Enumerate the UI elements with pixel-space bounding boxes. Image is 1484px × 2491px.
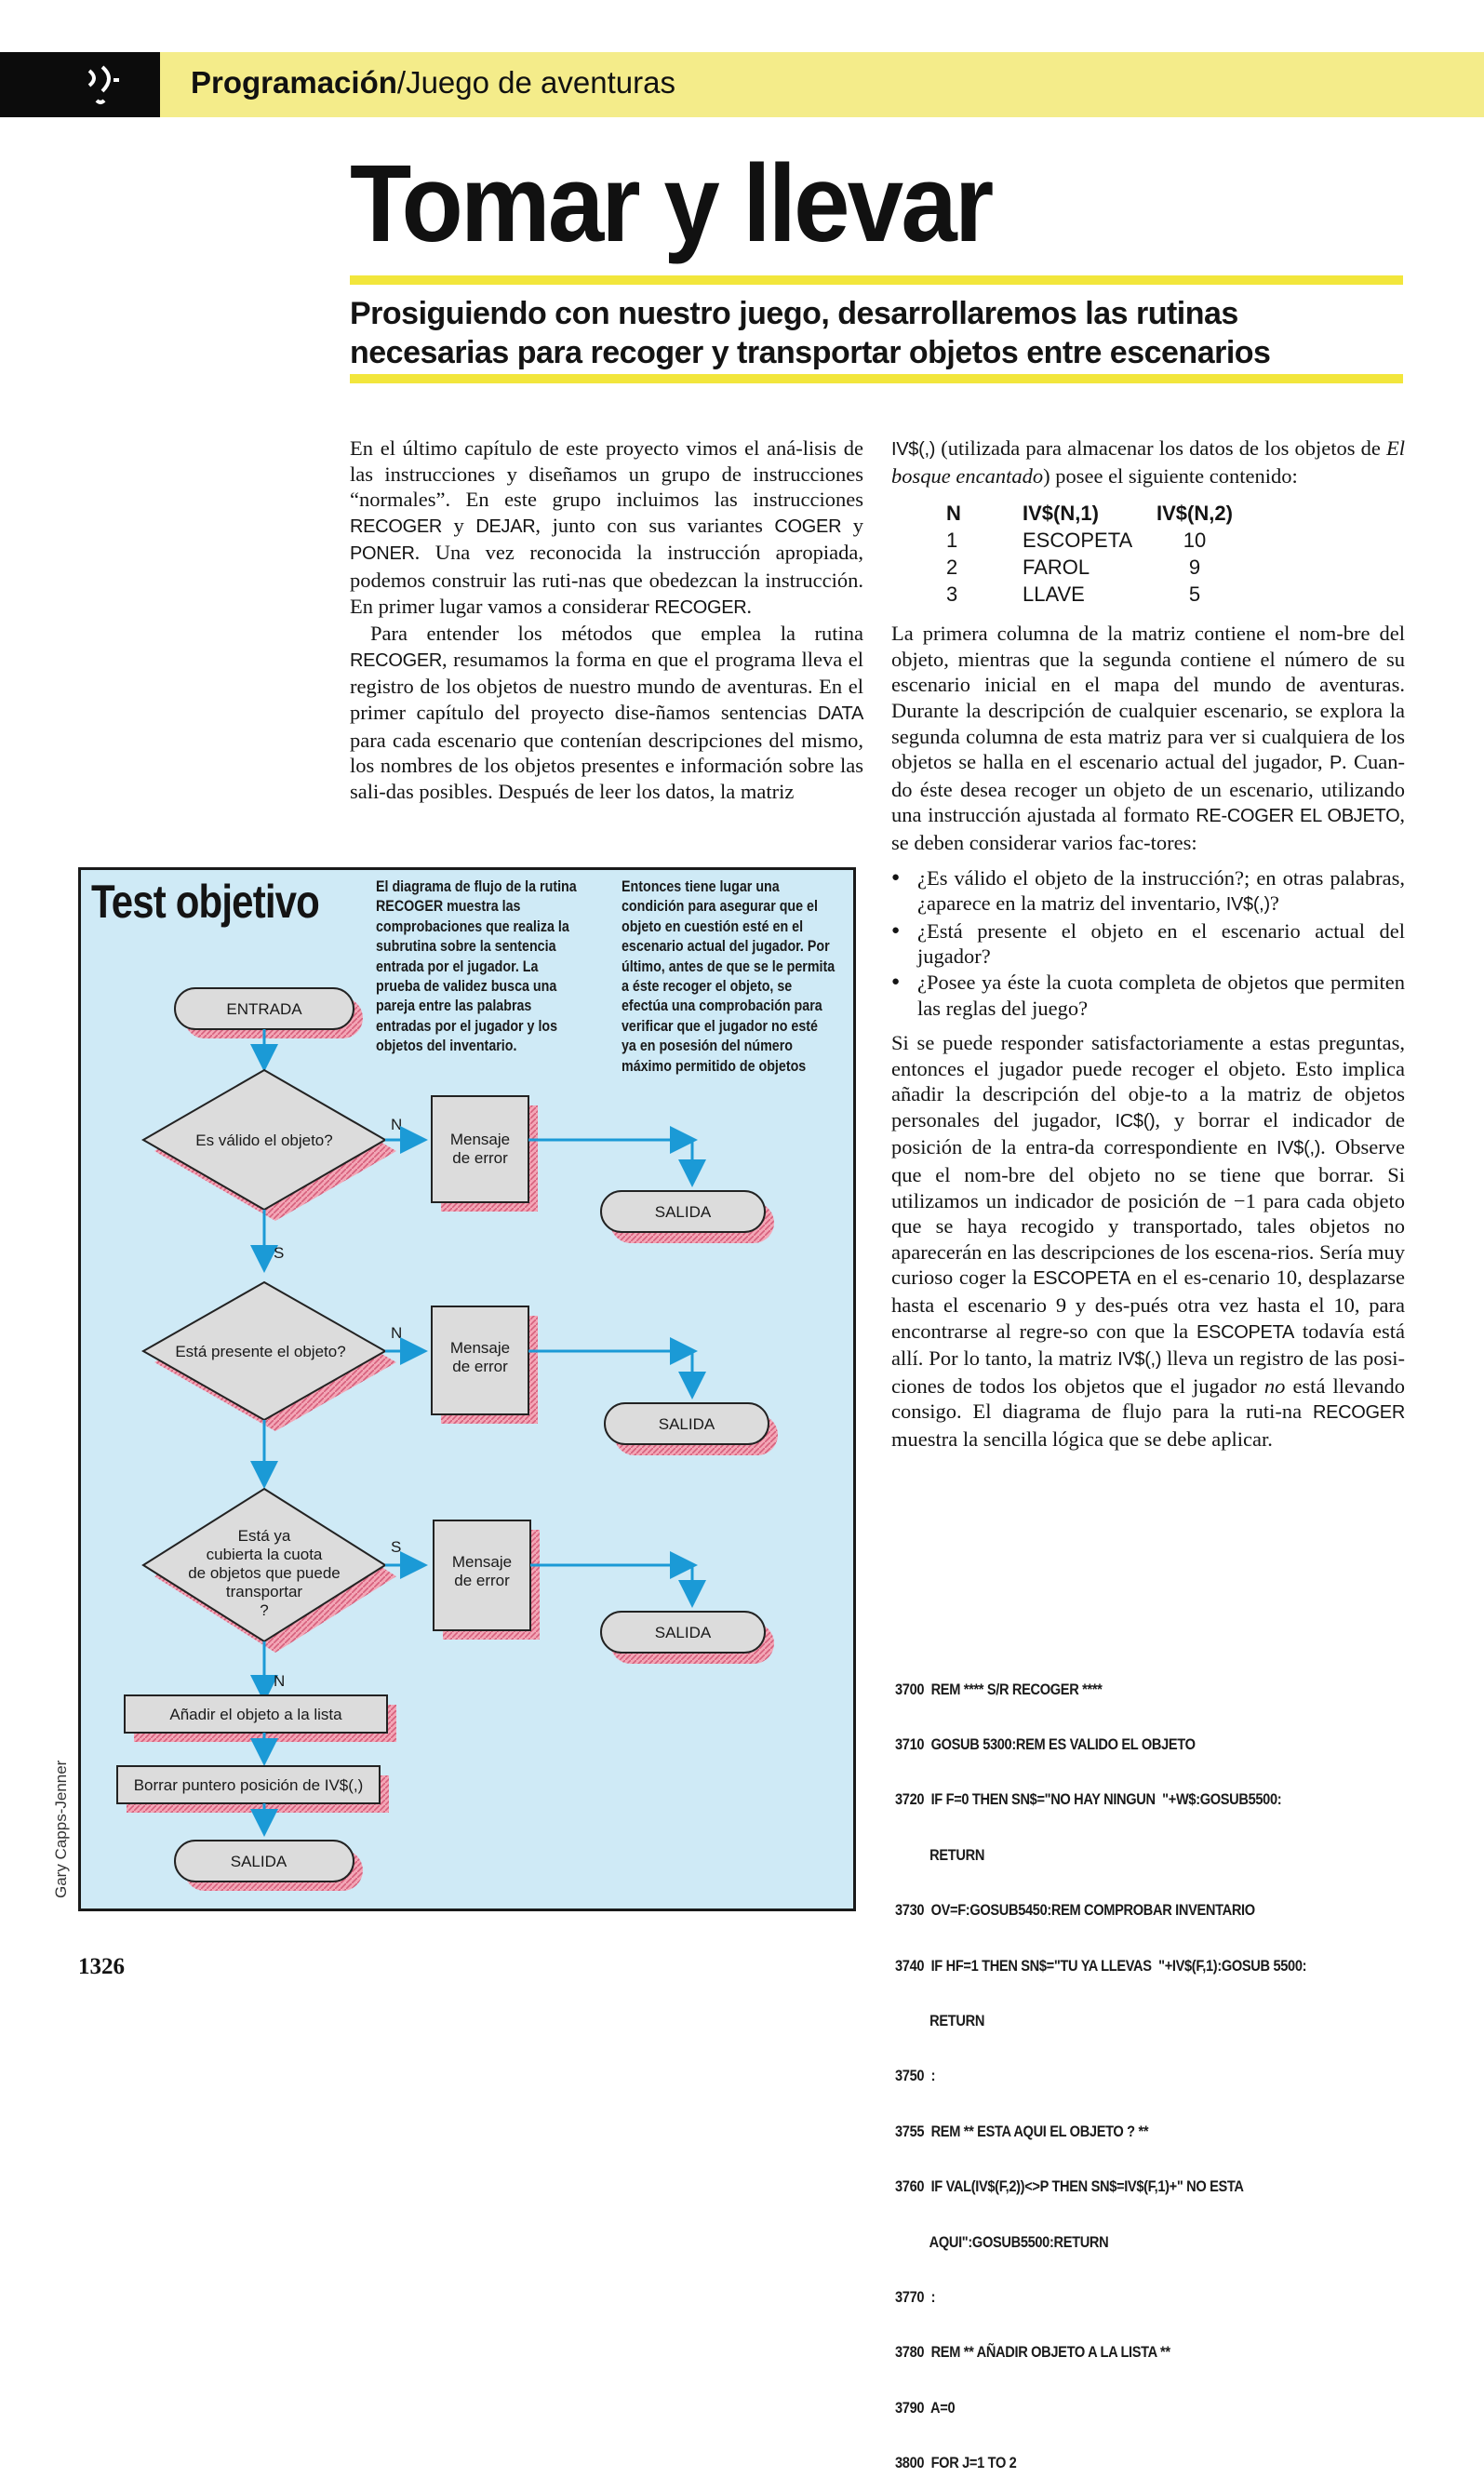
article-subtitle: Prosiguiendo con nuestro juego, desarrol… xyxy=(350,296,1271,370)
error-message-2: Mensaje de error xyxy=(431,1306,538,1424)
decision-label: de objetos que puede xyxy=(188,1564,341,1582)
terminal-label: SALIDA xyxy=(659,1415,715,1433)
process-label: Borrar puntero posición de IV$(,) xyxy=(134,1776,364,1794)
branch-s: S xyxy=(391,1538,401,1556)
table-row: 1 ESCOPETA 10 xyxy=(945,527,1234,554)
error-label: de error xyxy=(454,1572,510,1589)
code-listing: 3700 REM **** S/R RECOGER **** 3710 GOSU… xyxy=(895,1643,1306,2491)
table-header: N xyxy=(946,502,961,526)
error-label: de error xyxy=(452,1149,508,1167)
table-cell: 2 xyxy=(946,556,958,580)
paragraph: En el último capítulo de este proyecto v… xyxy=(350,436,864,618)
paragraph: IV$(,) (utilizada para almacenar los dat… xyxy=(891,436,1405,488)
code-line: 3710 GOSUB 5300:REM ES VALIDO EL OBJETO xyxy=(895,1734,1196,1753)
final-exit-terminal: SALIDA xyxy=(174,1840,363,1891)
table-row: 3 LLAVE 5 xyxy=(945,581,1234,608)
article-title: Tomar y llevar xyxy=(350,142,994,265)
title-rule-bottom xyxy=(350,374,1403,383)
code-line: 3720 IF F=0 THEN SN$="NO HAY NINGUN "+W$… xyxy=(895,1790,1282,1809)
branch-n: N xyxy=(391,1116,402,1133)
branch-s: S xyxy=(274,1244,284,1262)
code-line: 3700 REM **** S/R RECOGER **** xyxy=(895,1680,1103,1698)
start-terminal: ENTRADA xyxy=(174,987,363,1038)
decision-label: Está ya xyxy=(238,1527,291,1545)
table-cell: 9 xyxy=(1188,556,1201,580)
code-line: RETURN xyxy=(895,2011,985,2029)
decision-label: ? xyxy=(260,1601,268,1619)
page-number: 1326 xyxy=(78,1954,125,1979)
exit-terminal-1: SALIDA xyxy=(600,1190,774,1243)
table-cell: 1 xyxy=(946,529,958,553)
list-item: ¿Posee ya éste la cuota completa de obje… xyxy=(891,970,1405,1021)
body-column-1: En el último capítulo de este proyecto v… xyxy=(350,435,863,804)
process-label: Añadir el objeto a la lista xyxy=(169,1706,342,1723)
paragraph: Para entender los métodos que emplea la … xyxy=(350,622,863,803)
table-cell: 10 xyxy=(1183,529,1207,553)
decision-label: Está presente el objeto? xyxy=(175,1343,345,1360)
decision-valid: Es válido el objeto? xyxy=(140,1068,396,1221)
paragraph: La primera columna de la matriz contiene… xyxy=(891,622,1405,854)
code-line: 3790 A=0 xyxy=(895,2398,956,2417)
error-label: Mensaje xyxy=(450,1131,510,1148)
decision-label: transportar xyxy=(226,1583,303,1600)
code-line: 3750 : xyxy=(895,2067,936,2085)
error-message-1: Mensaje de error xyxy=(431,1095,538,1212)
terminal-label: SALIDA xyxy=(655,1203,712,1221)
table-cell: FAROL xyxy=(1023,556,1090,580)
body-column-2: IV$(,) (utilizada para almacenar los dat… xyxy=(891,435,1405,1453)
code-line: RETURN xyxy=(895,1845,985,1864)
section-heading: Programación/Juego de aventuras xyxy=(191,65,675,100)
process-add-to-list: Añadir el objeto a la lista xyxy=(124,1694,396,1742)
code-line: 3740 IF HF=1 THEN SN$="TU YA LLEVAS "+IV… xyxy=(895,1956,1307,1975)
code-line: 3770 : xyxy=(895,2287,936,2306)
sidebar-note-2: Entonces tiene lugar una condición para … xyxy=(622,877,836,1075)
error-label: Mensaje xyxy=(450,1339,510,1357)
table-header: IV$(N,2) xyxy=(1156,502,1233,526)
terminal-label: SALIDA xyxy=(231,1853,287,1870)
inventory-table: N IV$(N,1) IV$(N,2) 1 ESCOPETA 10 2 FARO… xyxy=(945,500,1234,608)
series-logo-mark xyxy=(87,65,119,104)
code-line: 3800 FOR J=1 TO 2 xyxy=(895,2454,1017,2472)
branch-n: N xyxy=(274,1672,285,1690)
image-credit: Gary Capps-Jenner xyxy=(52,1760,70,1898)
exit-terminal-2: SALIDA xyxy=(604,1402,778,1455)
flowchart: ENTRADA Es válido el objeto? N Mensaje d… xyxy=(116,987,778,1891)
code-line: 3755 REM ** ESTA AQUI EL OBJETO ? ** xyxy=(895,2122,1149,2140)
error-message-3: Mensaje de error xyxy=(433,1520,540,1640)
table-cell: ESCOPETA xyxy=(1023,529,1133,553)
table-cell: 3 xyxy=(946,583,958,607)
sidebar-note-1: El diagrama de flujo de la rutina RECOGE… xyxy=(376,877,577,1055)
decision-quota: Está ya cubierta la cuota de objetos que… xyxy=(141,1487,396,1653)
code-line: 3730 OV=F:GOSUB5450:REM COMPROBAR INVENT… xyxy=(895,1901,1255,1920)
error-label: de error xyxy=(452,1358,508,1375)
list-item: ¿Está presente el objeto en el escenario… xyxy=(891,918,1405,970)
branch-n: N xyxy=(391,1324,402,1342)
table-row: 2 FAROL 9 xyxy=(945,554,1234,581)
table-cell: 5 xyxy=(1188,583,1201,607)
code-line: 3760 IF VAL(IV$(F,2))<>P THEN SN$=IV$(F,… xyxy=(895,2177,1244,2196)
table-header: IV$(N,1) xyxy=(1023,502,1099,526)
error-label: Mensaje xyxy=(452,1553,512,1571)
process-clear-pointer: Borrar puntero posición de IV$(,) xyxy=(116,1765,389,1813)
title-rule-top xyxy=(350,275,1403,285)
sidebar-title: Test objetivo xyxy=(91,876,320,928)
list-item: ¿Es válido el objeto de la instrucción?;… xyxy=(891,865,1405,918)
section-header-band xyxy=(0,52,1484,117)
terminal-label: ENTRADA xyxy=(226,1000,302,1018)
decision-label: cubierta la cuota xyxy=(207,1546,323,1563)
terminal-label: SALIDA xyxy=(655,1624,712,1641)
code-line: AQUI":GOSUB5500:RETURN xyxy=(895,2232,1109,2251)
table-cell: LLAVE xyxy=(1023,583,1085,607)
code-line: 3780 REM ** AÑADIR OBJETO A LA LISTA ** xyxy=(895,2343,1170,2362)
series-logo xyxy=(0,52,160,117)
decision-label: Es válido el objeto? xyxy=(195,1132,332,1149)
decision-present: Está presente el objeto? xyxy=(140,1280,396,1431)
paragraph: Si se puede responder satisfactoriamente… xyxy=(891,1031,1405,1451)
factors-list: ¿Es válido el objeto de la instrucción?;… xyxy=(891,865,1405,1022)
table-header-row: N IV$(N,1) IV$(N,2) xyxy=(945,500,1234,527)
exit-terminal-3: SALIDA xyxy=(600,1611,774,1664)
